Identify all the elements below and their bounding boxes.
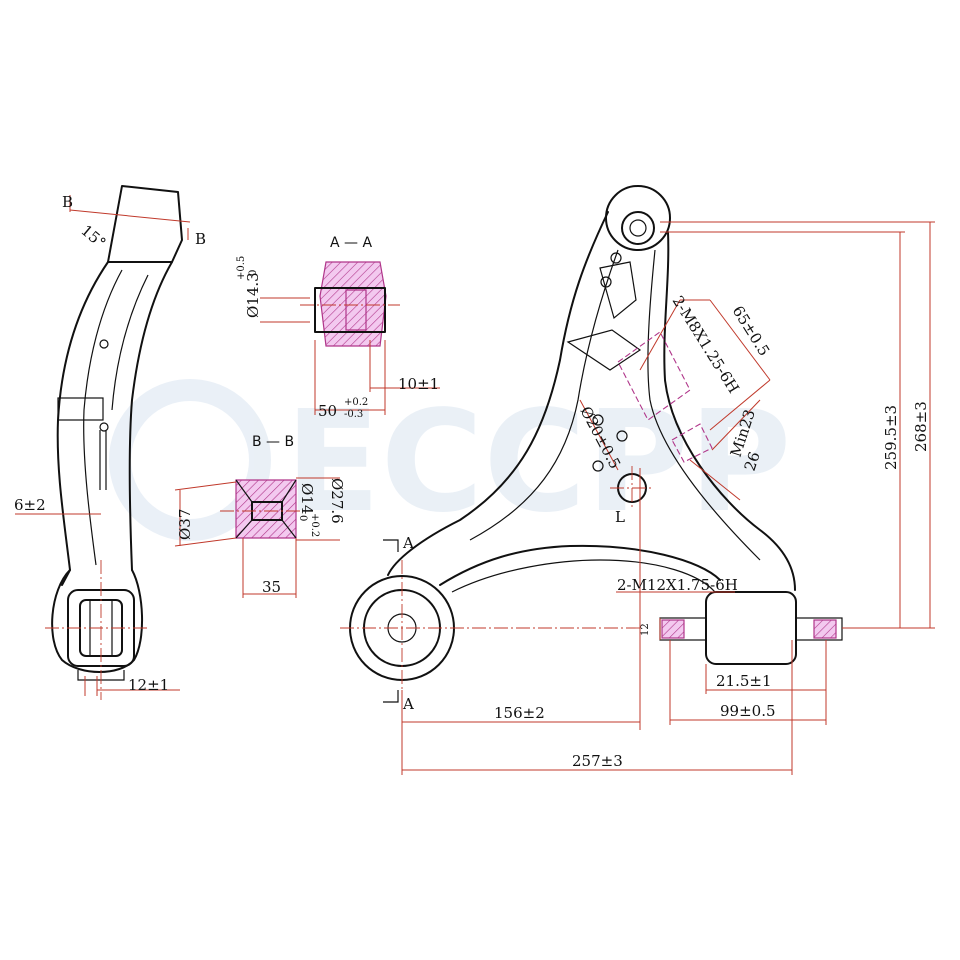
dim-bore-bb-tol-lower: 0 (297, 515, 308, 521)
label-l: L (615, 508, 625, 526)
side-view (15, 185, 191, 700)
dim-65: 65±0.5 (729, 303, 774, 360)
dim-12: 12±1 (128, 676, 169, 694)
dim-bore-bb-tol-upper: +0.2 (309, 513, 320, 537)
dim-26: 26 (741, 450, 764, 474)
dim-thread-m12: 2-M12X1.75-6H (617, 576, 738, 594)
label-b-left: B (62, 193, 73, 211)
watermark-logo: ECCPP (109, 379, 791, 544)
dim-99: 99±0.5 (720, 702, 776, 720)
front-view (340, 185, 843, 703)
dim-259-5: 259.5±3 (882, 405, 900, 470)
dim-10: 10±1 (398, 375, 439, 393)
section-aa (260, 261, 440, 415)
dim-bore-aa-tol-upper: +0.5 (236, 256, 247, 280)
dim-6: 6±2 (14, 496, 46, 514)
dim-268: 268±3 (912, 401, 930, 452)
dim-small-12: 12 (640, 623, 651, 636)
section-title-aa: A — A (330, 235, 372, 251)
dim-257: 257±3 (572, 752, 623, 770)
label-a-bottom: A (402, 695, 414, 713)
dim-50: 50 (318, 402, 337, 420)
front-view-dimensions (401, 221, 935, 775)
dim-156: 156±2 (494, 704, 545, 722)
dim-35: 35 (262, 578, 281, 596)
section-title-bb: B — B (252, 434, 294, 450)
dim-bore-aa: Ø14.3 (244, 272, 262, 318)
dim-27-6: Ø27.6 (328, 478, 346, 524)
label-b-right: B (195, 230, 206, 248)
section-bb (174, 477, 340, 598)
dim-37: Ø37 (176, 509, 194, 540)
angle-15: 15° (77, 221, 109, 252)
dim-50-tol-lower: -0.3 (344, 409, 363, 420)
dim-50-tol-upper: +0.2 (344, 397, 368, 408)
dim-21-5: 21.5±1 (716, 672, 772, 690)
dim-bore-aa-tol-lower: 0 (248, 270, 259, 276)
label-a-top: A (402, 534, 414, 552)
dim-bore-bb: Ø14 (298, 483, 316, 514)
watermark-text: ECCPP (285, 381, 791, 544)
